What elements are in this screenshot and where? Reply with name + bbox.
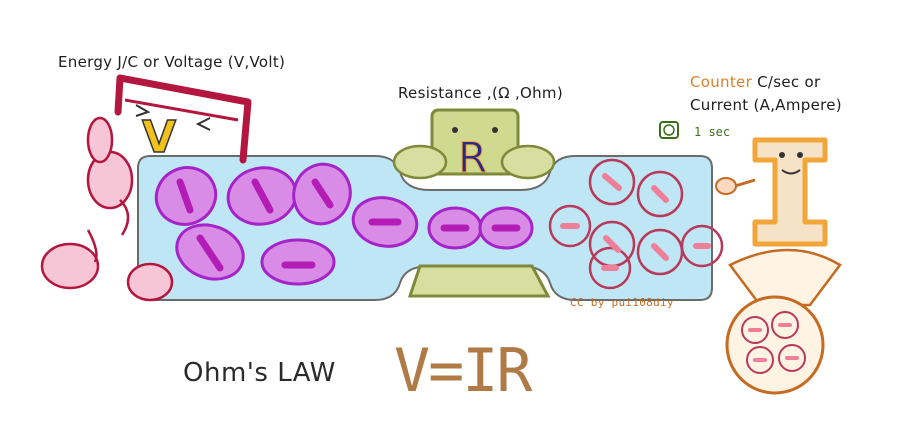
- voltage-label: Energy J/C or Voltage (V,Volt): [58, 53, 286, 71]
- current-counter-word: Counter: [690, 73, 753, 91]
- time-label: 1 sec: [694, 125, 731, 139]
- current-label: Counter C/sec or Current (A,Ampere): [690, 71, 842, 117]
- charge: [588, 246, 632, 290]
- stopwatch-icon: [659, 121, 679, 139]
- charges-after: [548, 158, 724, 290]
- collection-funnel: [725, 248, 842, 395]
- resistance-letter: R: [458, 133, 487, 182]
- charge-bars: [176, 178, 521, 272]
- voltage-sign: V: [114, 74, 252, 164]
- charge: [588, 158, 636, 206]
- resistance-label: Resistance ,(Ω ,Ohm): [398, 84, 563, 102]
- law-title: Ohm's LAW: [183, 358, 336, 388]
- credit-label: CC by pui108diy: [570, 296, 674, 309]
- current-name-text: Current (A,Ampere): [690, 96, 842, 114]
- current-unit-text: C/sec or: [752, 73, 821, 91]
- charge: [548, 204, 592, 248]
- current-character: [715, 137, 828, 247]
- resistor: R: [392, 108, 556, 298]
- charge: [636, 170, 684, 218]
- charge: [680, 224, 724, 268]
- voltage-letter: V: [142, 112, 176, 163]
- charge-after-bars: [560, 173, 711, 271]
- pushing-hands: [40, 116, 174, 302]
- formula: V=IR: [394, 336, 532, 406]
